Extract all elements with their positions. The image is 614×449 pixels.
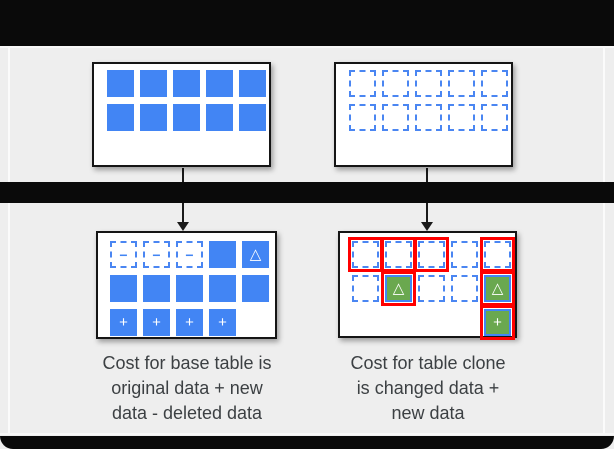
- table-cell-solid: +: [209, 309, 236, 336]
- divider-band: [0, 182, 614, 203]
- table-cell-dashed: [352, 275, 379, 302]
- table-cell-dashed: [382, 70, 409, 97]
- table-row: [349, 70, 511, 97]
- frame-line-left: [8, 48, 10, 434]
- table-cell-dashed: −: [143, 241, 170, 268]
- table-cell-solid: [176, 275, 203, 302]
- header-bar: [0, 0, 614, 46]
- table-cell-solid: [143, 275, 170, 302]
- table-cell-dashed: [415, 70, 442, 97]
- header-divider-line: [0, 46, 614, 48]
- cell-symbol: −: [185, 246, 194, 263]
- table-cell-dashed: [481, 104, 508, 131]
- table-cell-dashed: [481, 70, 508, 97]
- caption-line: is changed data +: [356, 378, 500, 398]
- table-row: +: [352, 305, 515, 340]
- cell-symbol: △: [392, 280, 405, 297]
- table-row: [107, 70, 269, 97]
- table-cell-solid: [209, 241, 236, 268]
- table-cell-dashed: [415, 104, 442, 131]
- table-cell-solid: [140, 70, 167, 97]
- table-cell-solid: +: [110, 309, 137, 336]
- footer-bar: [0, 436, 614, 449]
- table-cell-dashed-red-highlight: [480, 237, 515, 272]
- table-cell-solid: [239, 104, 266, 131]
- table-cell-solid: [239, 70, 266, 97]
- cell-symbol: +: [493, 314, 502, 331]
- table-cell-dashed: [451, 241, 478, 268]
- table-row: [107, 104, 269, 131]
- cell-symbol: −: [152, 246, 161, 263]
- table-row: − − − △: [110, 241, 275, 268]
- base-table-before-box: [92, 62, 271, 167]
- table-cell-solid: [242, 275, 269, 302]
- caption-line: original data + new: [111, 378, 263, 398]
- table-cell-solid: [173, 104, 200, 131]
- table-cell-dashed: [418, 275, 445, 302]
- table-cell-dashed-red-highlight: [414, 237, 449, 272]
- table-row: [349, 104, 511, 131]
- table-row: [110, 275, 275, 302]
- cell-symbol: △: [491, 280, 504, 297]
- table-cell-dashed: [448, 70, 475, 97]
- table-row: + + + +: [110, 309, 275, 336]
- table-cell-dashed-red-highlight: [381, 237, 416, 272]
- table-cell-dashed: −: [176, 241, 203, 268]
- caption-line: Cost for table clone: [350, 353, 506, 373]
- caption-line: Cost for base table is: [102, 353, 272, 373]
- table-cell-dashed: [451, 275, 478, 302]
- base-table-after-box: − − − △ + + + +: [96, 231, 277, 339]
- cell-symbol: +: [152, 314, 161, 331]
- table-cell-dashed: [349, 104, 376, 131]
- clone-table-caption: Cost for table clone is changed data + n…: [314, 351, 542, 426]
- table-cell-solid: [107, 104, 134, 131]
- clone-table-before-box: [334, 62, 513, 167]
- cell-symbol: +: [185, 314, 194, 331]
- caption-line: new data: [391, 403, 465, 423]
- table-cell-solid: [140, 104, 167, 131]
- table-cell-solid: [110, 275, 137, 302]
- table-cell-dashed: −: [110, 241, 137, 268]
- table-cell-green-red-highlight: +: [480, 305, 515, 340]
- table-cell-solid: [206, 104, 233, 131]
- footer-divider-line: [0, 433, 614, 435]
- table-cell-dashed: [382, 104, 409, 131]
- frame-line-right: [603, 48, 605, 434]
- arrow-head: [177, 222, 189, 231]
- cell-symbol: +: [218, 314, 227, 331]
- table-cell-solid: [173, 70, 200, 97]
- table-cell-dashed: [448, 104, 475, 131]
- table-cell-solid: +: [143, 309, 170, 336]
- cell-symbol: +: [119, 314, 128, 331]
- base-table-caption: Cost for base table is original data + n…: [72, 351, 302, 426]
- table-cell-green-red-highlight: △: [381, 271, 416, 306]
- table-cell-solid: +: [176, 309, 203, 336]
- table-cell-solid: [107, 70, 134, 97]
- table-cell-dashed: [349, 70, 376, 97]
- table-row: △△: [352, 271, 515, 306]
- clone-table-after-box: △△+: [338, 231, 517, 340]
- arrow-head: [421, 222, 433, 231]
- table-cell-green-red-highlight: △: [480, 271, 515, 306]
- table-cell-solid: △: [242, 241, 269, 268]
- table-cell-solid: [206, 70, 233, 97]
- cell-symbol: △: [249, 246, 262, 263]
- caption-line: data - deleted data: [111, 403, 263, 423]
- table-cell-solid: [209, 275, 236, 302]
- table-cell-dashed-red-highlight: [348, 237, 383, 272]
- cell-symbol: −: [119, 246, 128, 263]
- table-row: [348, 237, 515, 272]
